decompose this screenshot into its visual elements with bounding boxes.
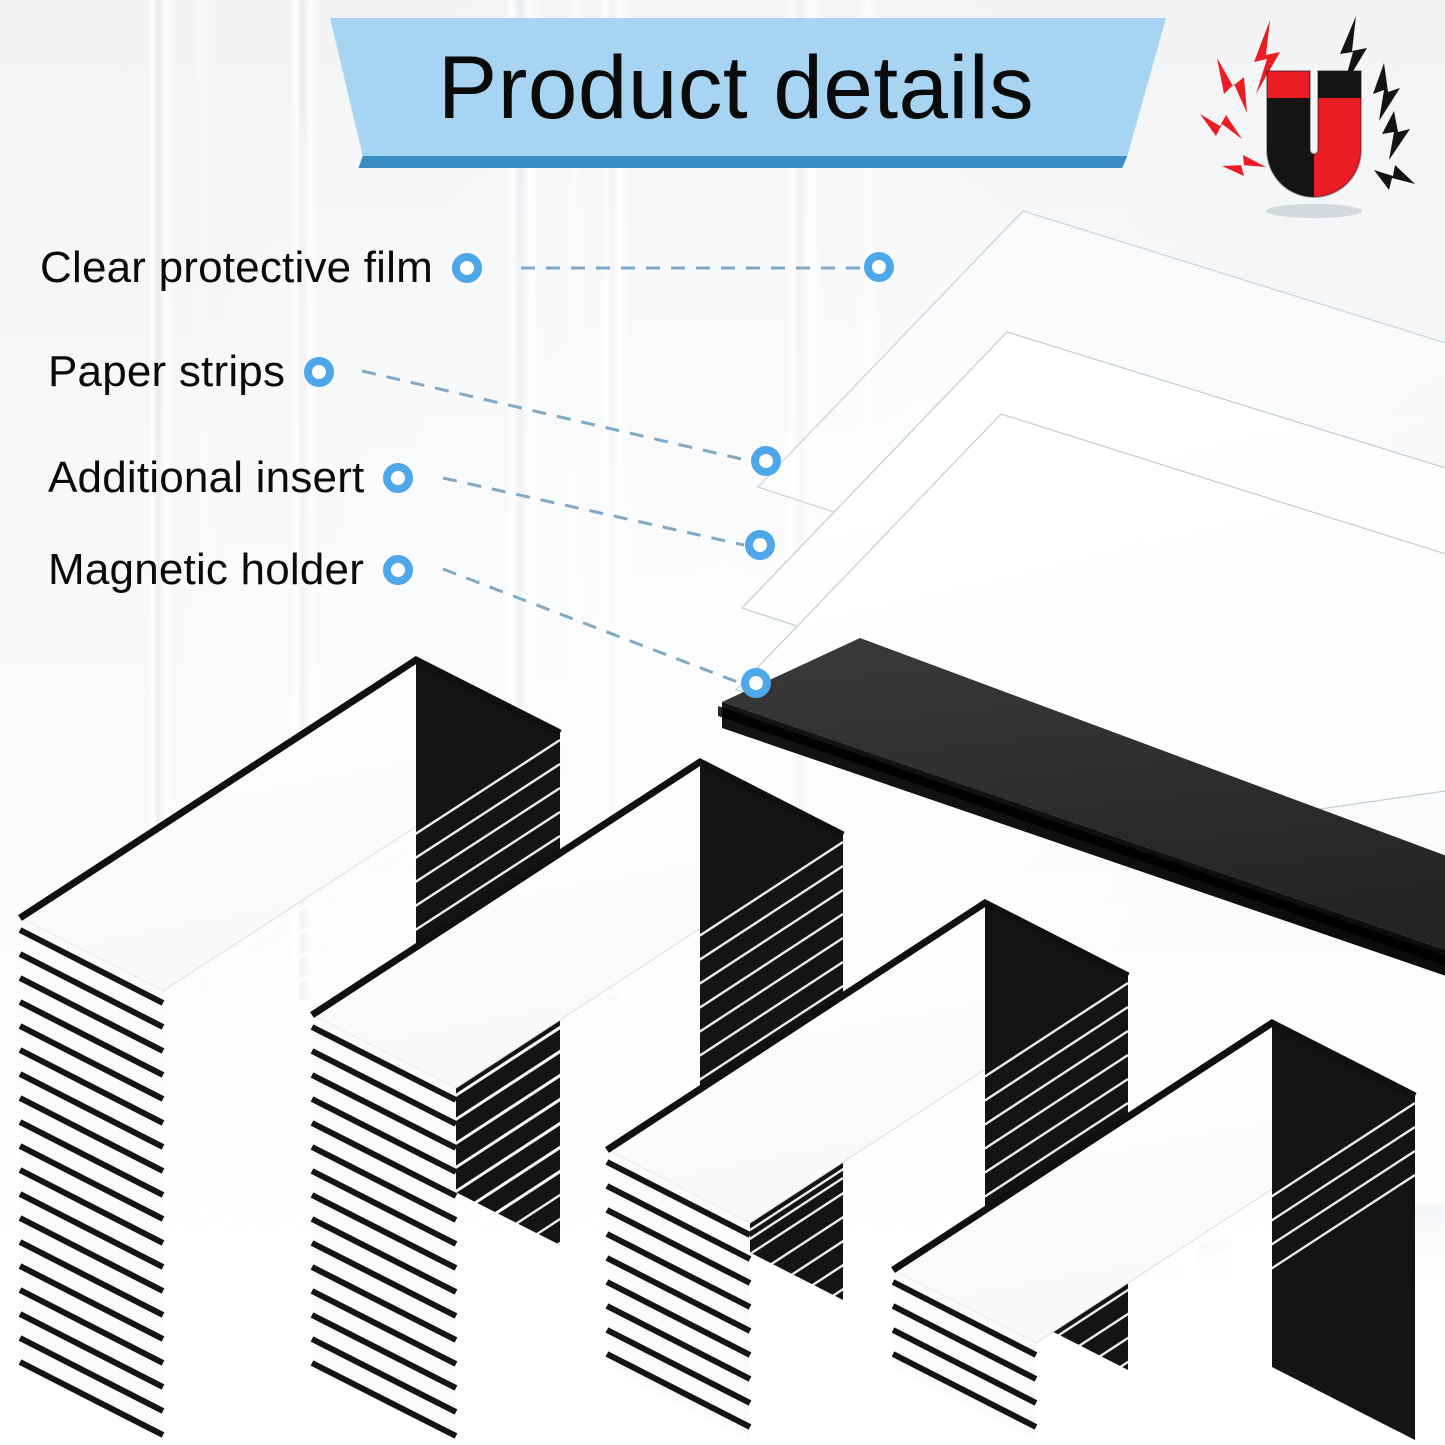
callout-label: Clear protective film	[40, 243, 433, 292]
endpoint-marker-paper-strips	[751, 446, 781, 476]
lightning-bolt-right	[1340, 16, 1415, 190]
title-banner: Product details	[306, 18, 1166, 168]
callout-marker-icon	[304, 357, 335, 387]
callout-additional-insert: Additional insert	[48, 448, 414, 508]
product-stack	[891, 1018, 1417, 1440]
connector-additional-insert	[442, 476, 745, 547]
callout-marker-icon	[383, 463, 414, 493]
connector-magnetic-holder	[442, 567, 741, 685]
endpoint-marker-magnetic-holder	[741, 668, 771, 698]
callout-label: Magnetic holder	[48, 545, 365, 594]
banner-shape	[330, 18, 1166, 156]
exploded-layer-magnetic-holder	[718, 638, 1445, 976]
callout-label: Paper strips	[48, 347, 286, 396]
connector-paper-strips	[361, 369, 751, 463]
horseshoe-magnet-icon	[1188, 8, 1438, 223]
endpoint-marker-additional-insert	[745, 530, 775, 560]
magnet-body	[1266, 70, 1362, 198]
lightning-bolt-left	[1200, 20, 1280, 176]
callout-clear-protective-film: Clear protective film	[40, 238, 482, 298]
callout-marker-icon	[383, 555, 414, 585]
page-title: Product details	[437, 36, 1035, 137]
banner-bottom-edge	[358, 156, 1128, 168]
callout-magnetic-holder: Magnetic holder	[48, 540, 414, 600]
callout-label: Additional insert	[48, 453, 365, 502]
callout-paper-strips: Paper strips	[48, 342, 335, 402]
endpoint-marker-clear-protective-film	[864, 252, 894, 282]
callout-marker-icon	[451, 253, 482, 283]
